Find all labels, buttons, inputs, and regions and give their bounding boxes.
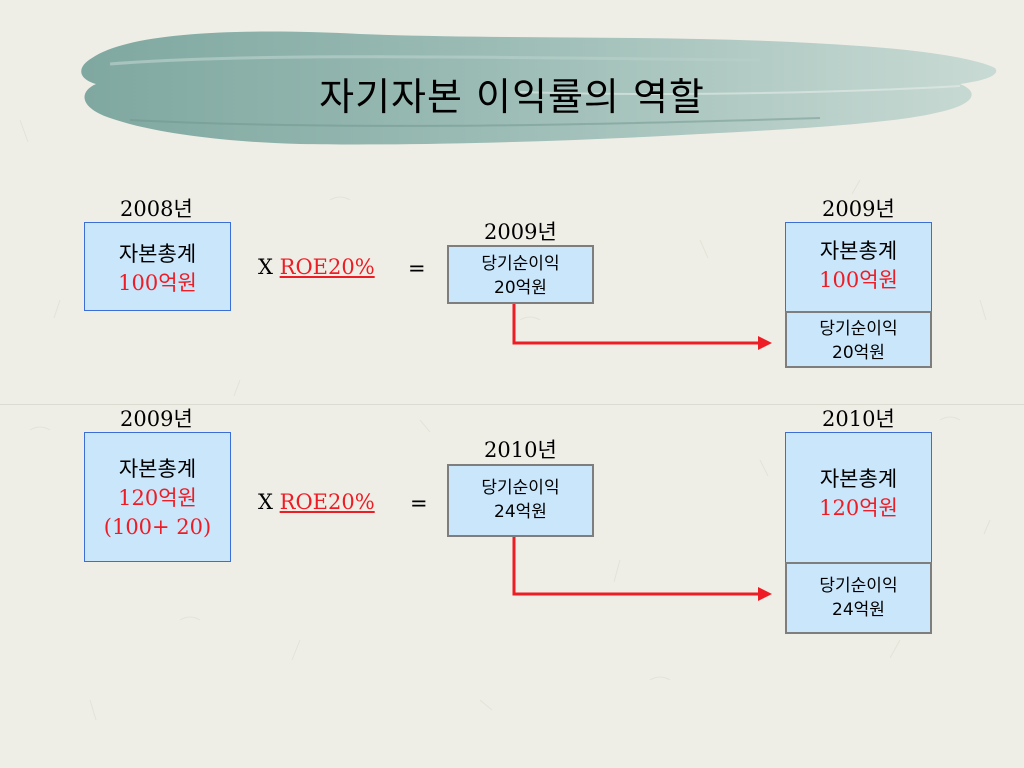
row1-start-equity-amount: 100억원 [118, 271, 197, 295]
row2-start-year: 2009년 [120, 407, 193, 431]
row1-start-equity-box: 자본총계 100억원 [84, 222, 231, 311]
row1-formula: X ROE20% [258, 255, 375, 279]
row1-end-net-income-box: 당기순이익 20억원 [785, 311, 932, 368]
row1-net-income-box: 당기순이익 20억원 [447, 245, 594, 304]
row-divider [0, 404, 1024, 405]
row2-net-income-label: 당기순이익 [481, 478, 560, 498]
row1-end-equity-amount: 100억원 [819, 268, 898, 292]
row2-end-net-income-box: 당기순이익 24억원 [785, 562, 932, 634]
row2-formula: X ROE20% [258, 490, 375, 514]
row1-mid-year: 2009년 [484, 220, 557, 244]
row2-end-year: 2010년 [822, 407, 895, 431]
row2-connector-arrow [512, 537, 772, 601]
row2-net-income-amount: 24억원 [494, 502, 547, 522]
row2-roe-rate: ROE20% [279, 490, 375, 514]
row2-end-net-income-label: 당기순이익 [819, 576, 898, 596]
row1-net-income-amount: 20억원 [494, 278, 547, 298]
row1-end-net-income-amount: 20억원 [832, 343, 885, 363]
row1-net-income-label: 당기순이익 [481, 254, 560, 274]
row2-end-net-income-amount: 24억원 [832, 600, 885, 620]
row2-end-equity-amount: 120억원 [819, 496, 898, 520]
row2-end-equity-label: 자본총계 [819, 467, 898, 491]
row1-end-net-income-label: 당기순이익 [819, 319, 898, 339]
row2-multiply-sign: X [258, 490, 273, 514]
slide-title: 자기자본 이익률의 역할 [319, 75, 705, 119]
row1-start-equity-label: 자본총계 [118, 242, 197, 266]
row1-multiply-sign: X [258, 255, 273, 279]
row1-equals-sign: = [408, 256, 426, 280]
row1-roe-rate: ROE20% [279, 255, 375, 279]
row1-start-year: 2008년 [120, 197, 193, 221]
row2-end-equity-box: 자본총계 120억원 [785, 432, 932, 564]
row2-net-income-box: 당기순이익 24억원 [447, 464, 594, 537]
title-brush-banner [81, 31, 997, 145]
row2-equals-sign: = [410, 491, 428, 515]
row1-connector-arrow [512, 304, 772, 350]
row2-mid-year: 2010년 [484, 438, 557, 462]
row1-end-equity-box: 자본총계 100억원 [785, 222, 932, 314]
row2-start-equity-amount: 120억원 [118, 486, 197, 510]
row2-start-equity-note: (100+ 20) [103, 515, 212, 539]
row2-start-equity-box: 자본총계 120억원 (100+ 20) [84, 432, 231, 562]
row1-end-year: 2009년 [822, 197, 895, 221]
row1-end-equity-label: 자본총계 [819, 239, 898, 263]
row2-start-equity-label: 자본총계 [118, 457, 197, 481]
